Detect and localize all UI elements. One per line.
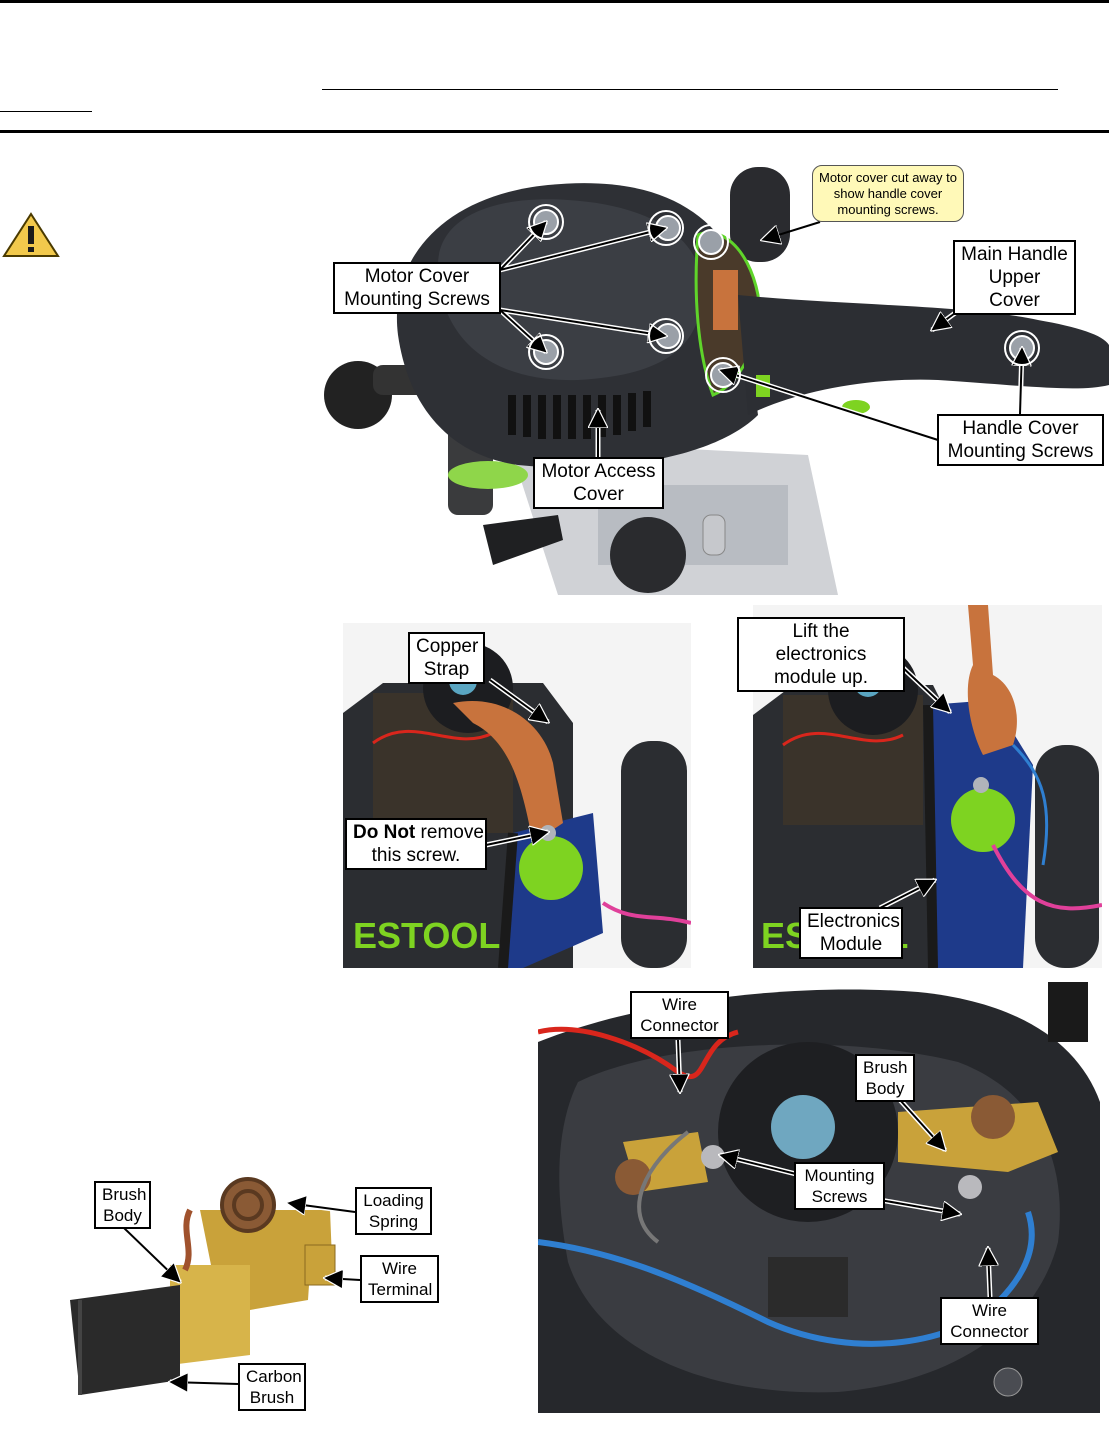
label-handle-cover-screws-text: Handle Cover Mounting Screws [947,418,1094,462]
label-loading-spring-text: Loading Spring [363,1191,424,1231]
label-main-handle-text: Main Handle Upper Cover [961,244,1068,311]
label-handle-cover-screws: Handle Cover Mounting Screws [937,414,1104,466]
label-main-handle-upper-cover: Main Handle Upper Cover [953,240,1076,315]
label-motor-cover-screws: Motor Cover Mounting Screws [333,262,501,314]
label-brush-body-left: Brush Body [94,1181,151,1229]
label-copper-strap-text: Copper Strap [416,636,479,680]
label-wire-connector-bottom: Wire Connector [940,1297,1039,1345]
label-wire-connector-bottom-text: Wire Connector [950,1301,1029,1341]
label-mounting-screws-text: Mounting Screws [804,1166,875,1206]
warning-icon [2,212,60,257]
copper-strap-photo: ESTOOL [343,623,691,968]
header-subtitle-underline [0,111,92,112]
label-copper-strap: Copper Strap [408,632,485,684]
router-top-photo [318,155,1109,600]
header-bottom-rule [0,130,1109,133]
label-brush-body-right-text: Brush Body [863,1058,908,1098]
label-electronics-module: Electronics Module [799,907,903,959]
mid-left-brand: ESTOOL [353,915,500,956]
label-electronics-module-text: Electronics Module [807,911,900,955]
label-do-not-rest: remove [415,822,484,843]
label-carbon-brush-text: Carbon Brush [246,1367,302,1407]
label-do-not-bold: Do Not [353,822,416,843]
cutaway-note: Motor cover cut away to show handle cove… [812,165,964,222]
label-wire-terminal-text: Wire Terminal [368,1259,433,1299]
label-wire-connector-top-text: Wire Connector [640,995,719,1035]
label-mounting-screws: Mounting Screws [794,1162,885,1210]
label-do-not-line2: this screw. [371,845,461,866]
label-lift-module: Lift the electronics module up. [737,617,905,692]
label-carbon-brush: Carbon Brush [238,1363,306,1411]
label-wire-terminal: Wire Terminal [360,1255,439,1303]
label-brush-body-right: Brush Body [855,1054,915,1102]
label-motor-cover-screws-text: Motor Cover Mounting Screws [344,266,490,310]
label-do-not-remove: Do Not remove this screw. [345,818,487,870]
label-loading-spring: Loading Spring [355,1187,432,1235]
label-wire-connector-top: Wire Connector [630,991,729,1039]
label-brush-body-left-text: Brush Body [102,1185,147,1225]
label-motor-access-cover-text: Motor Access Cover [541,461,656,505]
header-title-underline [322,89,1058,90]
label-motor-access-cover: Motor Access Cover [533,457,664,509]
header-top-rule [0,0,1109,3]
label-lift-module-text: Lift the electronics module up. [773,621,868,688]
